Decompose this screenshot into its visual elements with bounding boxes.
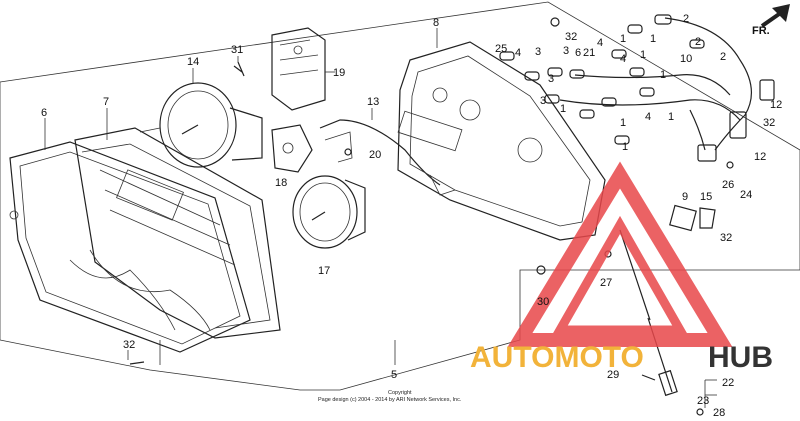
callout-23: 23	[697, 395, 709, 407]
callout-32d: 32	[123, 339, 135, 351]
callout-26: 26	[722, 179, 734, 191]
callout-27: 27	[600, 277, 612, 289]
module-part19	[271, 27, 326, 111]
callout-1e: 1	[560, 103, 566, 115]
bulb-sockets	[499, 14, 705, 145]
callout-14: 14	[187, 56, 199, 68]
callout-24: 24	[740, 189, 752, 201]
callout-labels: 2 2 2 3 4 1 1 32 25 3 6 21 4 1 10 1 8 31…	[41, 13, 782, 419]
callout-4d: 4	[515, 47, 521, 59]
callout-28: 28	[713, 407, 725, 419]
callout-3b: 3	[535, 46, 541, 58]
watermark-triangle	[507, 161, 733, 347]
callout-1c: 1	[640, 49, 646, 61]
plate-part9	[669, 204, 697, 232]
callout-1f: 1	[620, 117, 626, 129]
callout-2b: 2	[695, 36, 701, 48]
callout-18: 18	[275, 177, 287, 189]
rear-case-part8	[397, 41, 606, 241]
callout-17: 17	[318, 265, 330, 277]
callout-32a: 32	[565, 31, 577, 43]
screws	[129, 17, 734, 416]
front-arrow-label: FR.	[752, 25, 770, 37]
callout-1g: 1	[622, 141, 628, 153]
front-arrow-icon	[760, 4, 790, 28]
callout-1h: 1	[668, 111, 674, 123]
callout-31: 31	[231, 44, 243, 56]
callout-6b: 6	[575, 47, 581, 59]
callout-3c: 3	[540, 95, 546, 107]
watermark-text-part2: HUB	[708, 341, 773, 374]
wiring-harness-part10	[559, 17, 775, 162]
callout-32b: 32	[720, 232, 732, 244]
callout-1b: 1	[650, 33, 656, 45]
bracket-part18	[271, 124, 313, 173]
callout-1a: 1	[620, 33, 626, 45]
gauge-panel-part7	[74, 127, 281, 339]
callout-20: 20	[369, 149, 381, 161]
clip-part15	[699, 207, 716, 229]
callout-19: 19	[333, 67, 345, 79]
watermark-logo: AUTOMOTO HUB	[470, 341, 773, 374]
callout-8: 8	[433, 17, 439, 29]
callout-12: 12	[754, 151, 766, 163]
callout-10: 10	[680, 53, 692, 65]
callout-2c: 2	[720, 51, 726, 63]
lens-cover-part6	[9, 141, 251, 353]
callout-22: 22	[722, 377, 734, 389]
callout-7: 7	[103, 96, 109, 108]
callout-12b: 12	[770, 99, 782, 111]
callout-4a: 4	[597, 37, 603, 49]
callout-3a: 3	[563, 45, 569, 57]
callout-15: 15	[700, 191, 712, 203]
callout-3d: 3	[548, 73, 554, 85]
callout-30: 30	[537, 296, 549, 308]
leader-lines	[44, 28, 717, 408]
callout-2a: 2	[683, 13, 689, 25]
tachometer-part17	[292, 175, 366, 249]
callout-13: 13	[367, 96, 379, 108]
watermark-text-part1: AUTOMOTO	[470, 341, 644, 374]
callout-9: 9	[682, 191, 688, 203]
callout-4b: 4	[620, 53, 626, 65]
callout-32c: 32	[763, 117, 775, 129]
callout-29: 29	[607, 369, 619, 381]
callout-25: 25	[495, 43, 507, 55]
speedometer-part14	[139, 82, 263, 168]
copyright-line2: Page design (c) 2004 - 2014 by ARI Netwo…	[318, 397, 462, 403]
callout-4c: 4	[645, 111, 651, 123]
copyright-line1: Copyright	[388, 390, 412, 396]
callout-1d: 1	[660, 69, 666, 81]
callout-6: 6	[41, 107, 47, 119]
callout-21: 21	[583, 47, 595, 59]
cable-part13	[319, 119, 441, 186]
callout-5: 5	[391, 369, 397, 381]
